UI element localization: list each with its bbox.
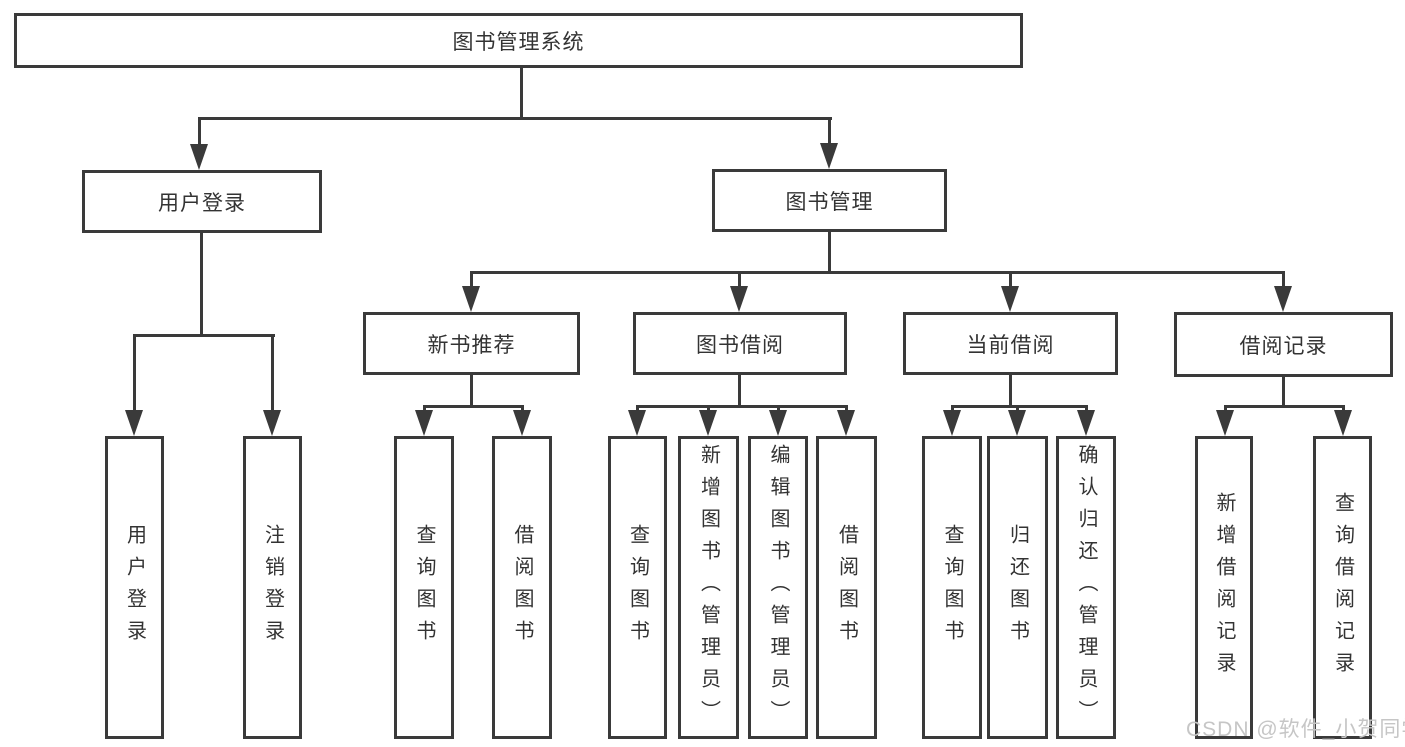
leaf-return-books-label: 归还图书 xyxy=(1006,523,1029,652)
node-new-book-recommend: 新书推荐 xyxy=(363,312,580,375)
leaf-query-books-borrow-label: 查询图书 xyxy=(626,523,649,652)
leaf-user-login: 用户登录 xyxy=(105,436,164,739)
leaf-query-books-recommend: 查询图书 xyxy=(394,436,454,739)
arrow-down-icon xyxy=(730,286,748,312)
connector-line xyxy=(133,334,275,337)
connector-line xyxy=(1282,271,1285,288)
leaf-logout: 注销登录 xyxy=(243,436,302,739)
connector-line xyxy=(738,373,741,407)
connector-line xyxy=(951,405,1088,408)
connector-line xyxy=(423,405,524,408)
connector-line xyxy=(738,271,741,288)
leaf-confirm-return-admin: 确认归还（管理员） xyxy=(1056,436,1116,739)
connector-line xyxy=(198,117,201,146)
leaf-return-books: 归还图书 xyxy=(987,436,1048,739)
node-current-borrow-label: 当前借阅 xyxy=(966,333,1055,357)
arrow-down-icon xyxy=(699,410,717,436)
leaf-query-books-current-label: 查询图书 xyxy=(941,523,963,652)
leaf-borrow-books-recommend-label: 借阅图书 xyxy=(511,523,533,652)
connector-line xyxy=(1009,373,1012,407)
leaf-borrow-books-recommend: 借阅图书 xyxy=(492,436,552,739)
connector-line xyxy=(200,231,203,336)
arrow-down-icon xyxy=(1334,410,1352,436)
leaf-query-borrow-record-label: 查询借阅记录 xyxy=(1331,491,1354,684)
leaf-query-books-borrow: 查询图书 xyxy=(608,436,667,739)
leaf-query-borrow-record: 查询借阅记录 xyxy=(1313,436,1372,739)
connector-line xyxy=(1085,405,1088,412)
arrow-down-icon xyxy=(628,410,646,436)
arrow-down-icon xyxy=(820,143,838,169)
connector-line xyxy=(133,334,136,412)
connector-line xyxy=(271,334,274,412)
leaf-logout-label: 注销登录 xyxy=(261,523,284,652)
node-book-management: 图书管理 xyxy=(712,169,947,232)
connector-line xyxy=(777,405,780,412)
connector-line xyxy=(845,405,848,412)
connector-line xyxy=(470,271,1285,274)
connector-line xyxy=(828,229,831,274)
node-book-management-label: 图书管理 xyxy=(785,190,874,214)
node-library-system: 图书管理系统 xyxy=(14,13,1023,68)
watermark-text: CSDN @软件_小贺同学 xyxy=(1186,718,1405,741)
connector-line xyxy=(636,405,639,412)
connector-line xyxy=(636,405,848,408)
leaf-query-books-current: 查询图书 xyxy=(922,436,982,739)
arrow-down-icon xyxy=(1077,410,1095,436)
arrow-down-icon xyxy=(263,410,281,436)
connector-line xyxy=(470,271,473,288)
node-user-login-label: 用户登录 xyxy=(158,191,246,215)
leaf-borrow-books: 借阅图书 xyxy=(816,436,877,739)
arrow-down-icon xyxy=(462,286,480,312)
arrow-down-icon xyxy=(837,410,855,436)
node-borrow-records-label: 借阅记录 xyxy=(1239,334,1328,358)
connector-line xyxy=(1009,271,1012,288)
arrow-down-icon xyxy=(125,410,143,436)
node-book-borrow-label: 图书借阅 xyxy=(696,333,784,357)
leaf-edit-books-admin-label: 编辑图书（管理员） xyxy=(767,443,789,732)
connector-line xyxy=(198,117,832,120)
arrow-down-icon xyxy=(1001,286,1019,312)
leaf-query-books-recommend-label: 查询图书 xyxy=(413,523,435,652)
connector-line xyxy=(520,66,523,118)
leaf-add-borrow-record: 新增借阅记录 xyxy=(1195,436,1253,739)
connector-line xyxy=(423,405,426,412)
arrow-down-icon xyxy=(1008,410,1026,436)
node-current-borrow: 当前借阅 xyxy=(903,312,1118,375)
leaf-edit-books-admin: 编辑图书（管理员） xyxy=(748,436,808,739)
arrow-down-icon xyxy=(1216,410,1234,436)
node-user-login: 用户登录 xyxy=(82,170,322,233)
leaf-confirm-return-admin-label: 确认归还（管理员） xyxy=(1075,443,1097,732)
connector-line xyxy=(521,405,524,412)
connector-line xyxy=(951,405,954,412)
arrow-down-icon xyxy=(415,410,433,436)
node-library-system-label: 图书管理系统 xyxy=(452,30,585,54)
connector-line xyxy=(470,373,473,407)
connector-line xyxy=(828,117,831,145)
connector-line xyxy=(1224,405,1227,412)
arrow-down-icon xyxy=(1274,286,1292,312)
arrow-down-icon xyxy=(190,144,208,170)
leaf-add-books-admin-label: 新增图书（管理员） xyxy=(697,443,720,732)
node-new-book-recommend-label: 新书推荐 xyxy=(427,333,516,357)
connector-line xyxy=(1224,405,1345,408)
leaf-add-books-admin: 新增图书（管理员） xyxy=(678,436,739,739)
connector-line xyxy=(707,405,710,412)
node-book-borrow: 图书借阅 xyxy=(633,312,847,375)
arrow-down-icon xyxy=(943,410,961,436)
node-borrow-records: 借阅记录 xyxy=(1174,312,1393,377)
connector-line xyxy=(1016,405,1019,412)
connector-line xyxy=(1282,376,1285,407)
leaf-user-login-label: 用户登录 xyxy=(123,523,146,652)
arrow-down-icon xyxy=(769,410,787,436)
arrow-down-icon xyxy=(513,410,531,436)
connector-line xyxy=(1342,405,1345,412)
leaf-add-borrow-record-label: 新增借阅记录 xyxy=(1213,491,1235,684)
leaf-borrow-books-label: 借阅图书 xyxy=(835,523,858,652)
